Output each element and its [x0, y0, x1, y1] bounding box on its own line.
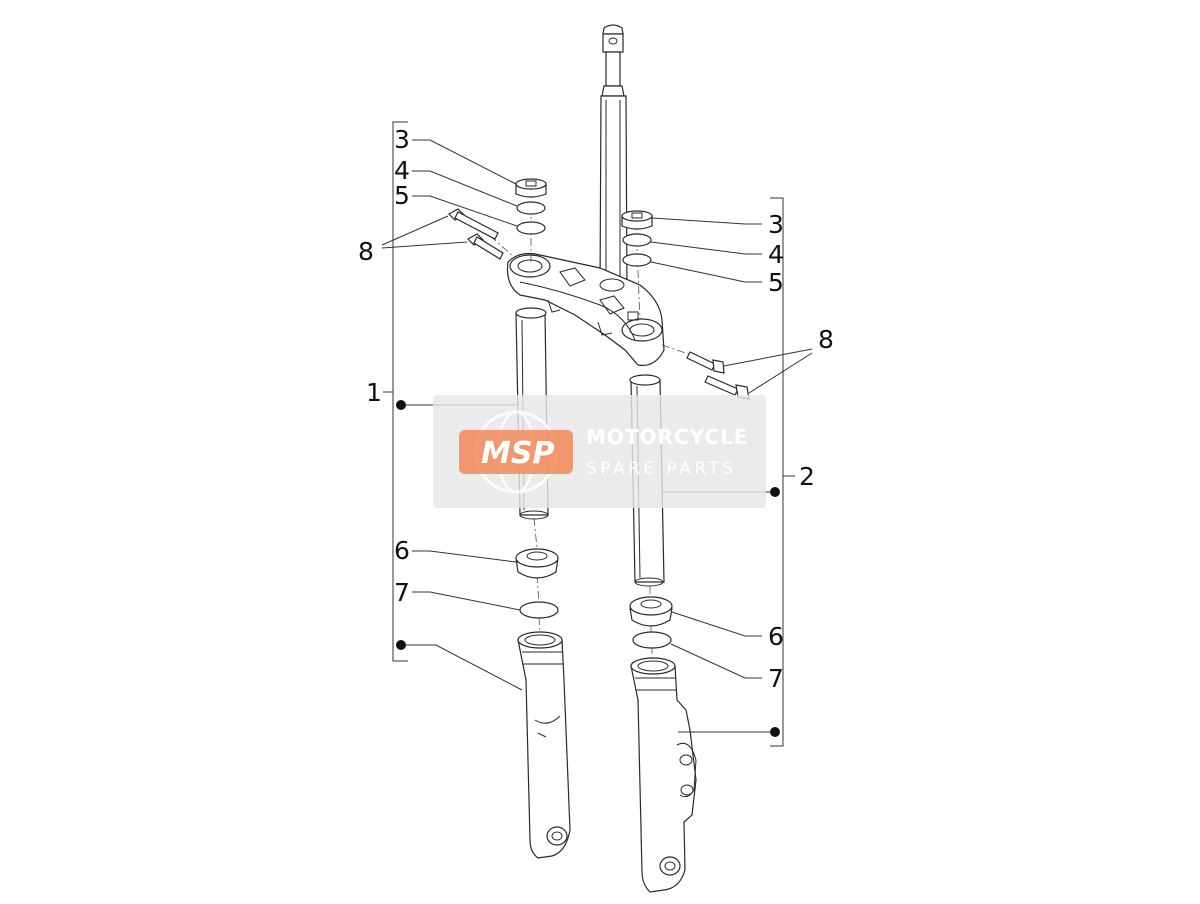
callout-4-left: 4	[394, 156, 410, 185]
callout-6-left: 6	[394, 536, 410, 565]
bracket-right	[770, 197, 795, 747]
ref-dot-right-slider	[770, 727, 780, 737]
right-bolt-upper	[686, 351, 725, 374]
right-dust-seal	[629, 596, 673, 627]
steering-stem	[599, 24, 628, 293]
left-fork-cap	[515, 178, 547, 198]
right-o-ring-upper	[622, 233, 652, 247]
bracket-left	[383, 121, 408, 662]
watermark: MSP MOTORCYCLE SPARE PARTS	[433, 395, 766, 508]
callout-7-left: 7	[394, 578, 410, 607]
watermark-subtitle: SPARE PARTS	[586, 459, 737, 479]
callout-2: 2	[799, 462, 815, 491]
ref-dot-right-tube	[770, 487, 780, 497]
ref-dot-left-tube	[396, 400, 406, 410]
right-fork-slider	[630, 657, 697, 893]
callout-8-left: 8	[358, 237, 374, 266]
right-o-ring-lower	[622, 253, 652, 267]
watermark-title: MOTORCYCLE	[586, 425, 748, 449]
left-bolt-upper	[448, 208, 499, 240]
callout-3-right: 3	[768, 210, 784, 239]
callout-5-left: 5	[394, 181, 410, 210]
callout-6-right: 6	[768, 622, 784, 651]
callout-4-right: 4	[768, 240, 784, 269]
left-fork-slider	[517, 631, 571, 859]
callout-1: 1	[366, 378, 382, 407]
left-circlip	[519, 601, 559, 619]
left-dust-seal	[515, 548, 559, 579]
callout-8-right: 8	[818, 325, 834, 354]
callout-3-left: 3	[394, 125, 410, 154]
callout-5-right: 5	[768, 268, 784, 297]
left-o-ring-upper	[516, 201, 546, 215]
callout-7-right: 7	[768, 664, 784, 693]
right-circlip	[632, 631, 672, 649]
ref-dot-left-slider	[396, 640, 406, 650]
left-bolt-lower	[467, 233, 504, 260]
fork-crown	[506, 252, 665, 367]
left-o-ring-lower	[516, 221, 546, 235]
right-fork-cap	[621, 210, 653, 230]
watermark-logo: MSP	[481, 436, 554, 471]
